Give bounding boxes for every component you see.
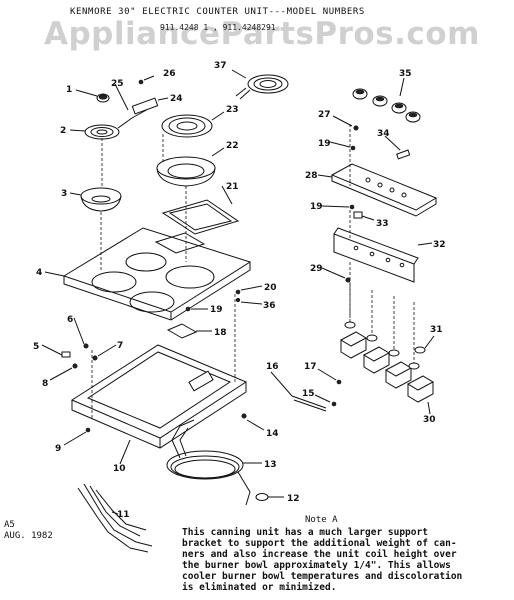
callout-13: 13 xyxy=(264,460,277,470)
part-26-screw xyxy=(138,75,155,85)
callout-25: 25 xyxy=(111,79,124,89)
part-15-clip xyxy=(314,394,337,407)
part-18-support-bracket xyxy=(166,323,212,339)
part-29-screw xyxy=(321,267,351,283)
callout-22: 22 xyxy=(226,141,239,151)
callout-21: 21 xyxy=(226,182,239,192)
part-1-knob-clip xyxy=(75,89,110,103)
part-32-switch-bracket xyxy=(333,227,433,283)
watermark: AppliancePartsPros.com xyxy=(44,16,480,52)
note-body: This canning unit has a much larger supp… xyxy=(182,527,512,593)
part-17-screw xyxy=(317,368,342,385)
callout-2: 2 xyxy=(60,126,66,136)
callout-33: 33 xyxy=(376,219,389,229)
part-30-infinite-switches xyxy=(339,284,435,415)
part-9-screw xyxy=(63,427,91,446)
part-16-rod xyxy=(270,371,327,412)
stamp-date: AUG. 1982 xyxy=(4,531,53,541)
part-24-terminal-block xyxy=(131,97,169,115)
part-28-control-panel xyxy=(317,163,438,217)
callout-9: 9 xyxy=(55,444,61,454)
callout-34: 34 xyxy=(377,129,390,139)
part-3-small-drip-bowl xyxy=(69,187,122,212)
callout-37: 37 xyxy=(214,61,227,71)
note-line: This canning unit has a much larger supp… xyxy=(182,527,428,538)
callout-4: 4 xyxy=(36,268,42,278)
callout-31: 31 xyxy=(430,325,443,335)
note-line: bracket to support the additional weight… xyxy=(182,538,457,549)
part-36-screw xyxy=(235,297,263,305)
part-5-clip xyxy=(41,344,71,358)
part-25-receptacle xyxy=(114,83,129,111)
callout-19-lower: 19 xyxy=(310,202,323,212)
part-8-nut xyxy=(49,363,78,381)
part-10-burner-box xyxy=(70,344,248,465)
part-19-screw-upper xyxy=(329,141,356,151)
callout-28: 28 xyxy=(305,171,318,181)
callout-6: 6 xyxy=(67,315,73,325)
callout-1: 1 xyxy=(66,85,72,95)
callout-3: 3 xyxy=(61,189,67,199)
callout-5: 5 xyxy=(33,342,39,352)
callout-17: 17 xyxy=(304,362,317,372)
callout-15: 15 xyxy=(302,389,315,399)
part-31-knob-spacer xyxy=(414,335,435,354)
part-35-control-knobs xyxy=(352,77,421,123)
callout-12: 12 xyxy=(287,494,300,504)
surface-element-coil-37 xyxy=(231,69,289,100)
callout-7: 7 xyxy=(117,341,123,351)
part-33-clip xyxy=(353,211,375,221)
part-7-bracket xyxy=(92,344,117,361)
callout-19-center: 19 xyxy=(210,305,223,315)
callout-32: 32 xyxy=(433,240,446,250)
callout-24: 24 xyxy=(170,94,183,104)
part-22-large-drip-bowl xyxy=(156,147,225,187)
callout-20: 20 xyxy=(264,283,277,293)
callout-10: 10 xyxy=(113,464,126,474)
part-21-gasket xyxy=(161,185,240,235)
part-14-screw xyxy=(241,413,265,431)
part-6-screw xyxy=(73,317,89,349)
callout-16: 16 xyxy=(266,362,279,372)
callout-35: 35 xyxy=(399,69,412,79)
part-19-screw-center xyxy=(185,306,208,312)
part-34-indicator xyxy=(384,135,411,160)
note-line: is eliminated or minimized. xyxy=(182,582,337,593)
callout-19-upper: 19 xyxy=(318,139,331,149)
model-numbers: 911.4248 1 , 911.4248291 xyxy=(160,23,276,32)
part-11-lead-wires xyxy=(77,483,153,553)
part-23-large-element xyxy=(161,111,225,138)
callout-26: 26 xyxy=(163,69,176,79)
diagram-title: KENMORE 30" ELECTRIC COUNTER UNIT---MODE… xyxy=(70,7,365,17)
note-line: the burner bowl approximately 1/4". This… xyxy=(182,560,451,571)
callout-30: 30 xyxy=(423,415,436,425)
note-line: cooler burner bowl temperatures and disc… xyxy=(182,571,463,582)
part-12-wire-nut xyxy=(255,493,284,501)
callout-14: 14 xyxy=(266,429,279,439)
callout-36: 36 xyxy=(263,301,276,311)
note-title: Note A xyxy=(305,515,338,525)
part-19-screw-lower xyxy=(321,204,355,210)
stamp-code: A5 xyxy=(4,520,15,530)
part-20-screw xyxy=(235,285,263,295)
callout-11: 11 xyxy=(117,510,130,520)
callout-18: 18 xyxy=(214,328,227,338)
note-line: ners and also increase the unit coil hei… xyxy=(182,549,457,560)
part-27-screw xyxy=(332,115,359,131)
part-13-wire-harness xyxy=(166,419,262,506)
callout-27: 27 xyxy=(318,110,331,120)
callout-29: 29 xyxy=(310,264,323,274)
part-4-cooktop-frame xyxy=(44,227,252,321)
callout-23: 23 xyxy=(226,105,239,115)
callout-8: 8 xyxy=(42,379,48,389)
